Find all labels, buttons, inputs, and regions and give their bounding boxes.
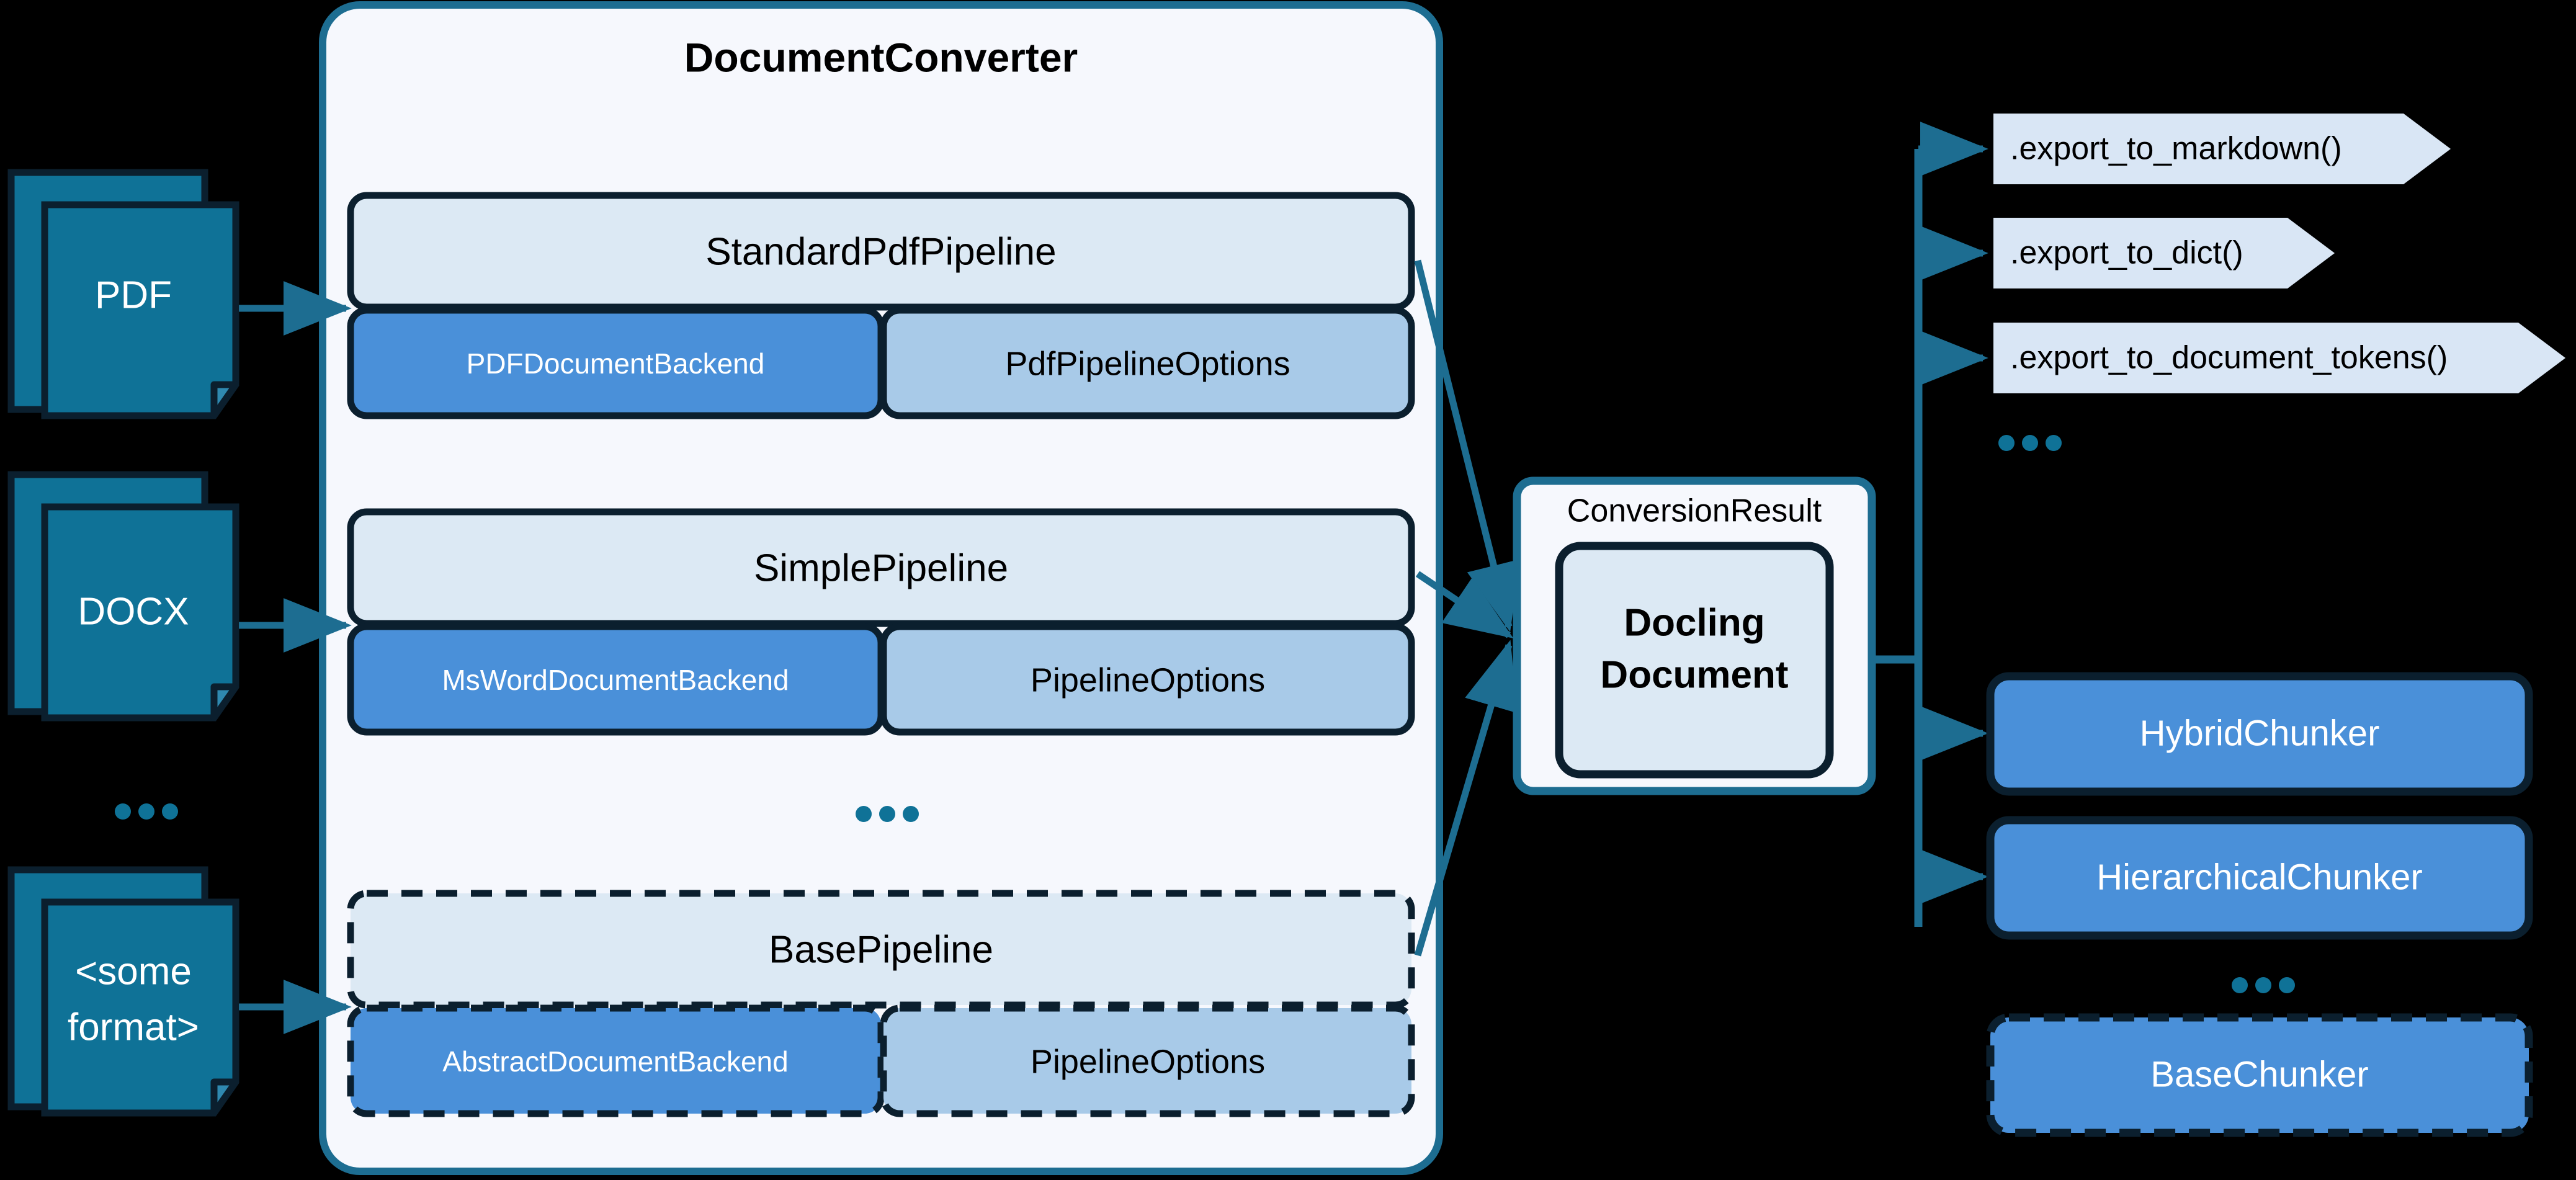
backend-label: AbstractDocumentBackend	[442, 1045, 788, 1078]
chunker-label: HybridChunker	[2140, 713, 2380, 753]
conversion-result-panel[interactable]: ConversionResult Docling Document	[1513, 476, 1876, 795]
input-document-some-format[interactable]: <some format>	[7, 866, 239, 1117]
chunkers-ellipsis	[2232, 977, 2295, 993]
export-label: .export_to_markdown()	[2010, 131, 2342, 167]
document-fold-corner-icon	[210, 683, 239, 722]
input-label: DOCX	[78, 590, 189, 633]
pipeline-to-result-arrows	[1414, 259, 1521, 957]
options-label: PdfPipelineOptions	[1005, 345, 1290, 382]
result-to-outputs-connectors	[1873, 122, 1988, 927]
export-chevron-markdown[interactable]: .export_to_markdown()	[1993, 114, 2451, 184]
input-label-line1: <some	[75, 950, 192, 993]
chevron-shape[interactable]	[1993, 114, 2451, 184]
pipeline-group-simplepipeline[interactable]: SimplePipeline MsWordDocumentBackend Pip…	[347, 508, 1415, 736]
pipeline-group-standardpdfpipeline[interactable]: StandardPdfPipeline PDFDocumentBackend P…	[347, 192, 1415, 419]
options-box-pipelineoptions[interactable]	[880, 1004, 1415, 1117]
chunker-label: BaseChunker	[2150, 1054, 2368, 1094]
options-label: PipelineOptions	[1031, 661, 1265, 699]
pipeline-group-basepipeline[interactable]: BasePipeline AbstractDocumentBackend Pip…	[347, 890, 1415, 1117]
pipeline-box-standardpdfpipeline[interactable]	[347, 192, 1415, 311]
chunker-box-hybridchunker[interactable]: HybridChunker	[1986, 672, 2533, 796]
input-document-docx[interactable]: DOCX	[7, 471, 239, 722]
page-title: DocumentConverter	[684, 34, 1078, 80]
input-document-pdf[interactable]: PDF	[7, 169, 239, 419]
docling-document-label-line2: Document	[1600, 653, 1788, 696]
export-chevron-document-tokens[interactable]: .export_to_document_tokens()	[1993, 323, 2565, 393]
options-label: PipelineOptions	[1031, 1043, 1265, 1080]
export-chevron-dict[interactable]: .export_to_dict()	[1993, 218, 2335, 288]
chunker-shape[interactable]	[1986, 672, 2533, 796]
chunker-box-hierarchicalchunker[interactable]: HierarchicalChunker	[1986, 816, 2533, 940]
chunker-label: HierarchicalChunker	[2096, 857, 2422, 897]
converter-ellipsis	[856, 806, 919, 822]
backend-label: MsWordDocumentBackend	[442, 664, 789, 696]
conversion-result-title: ConversionResult	[1567, 493, 1822, 529]
pipeline-label: BasePipeline	[769, 928, 993, 971]
arrow-standardpdf-to-result	[1414, 259, 1521, 632]
input-label-line2: format>	[68, 1006, 199, 1048]
document-fold-corner-icon	[210, 1078, 239, 1117]
backend-box-abstractdocumentbackend[interactable]	[347, 1004, 885, 1117]
chevron-shape[interactable]	[1993, 218, 2335, 288]
chunker-shape[interactable]	[1986, 1013, 2533, 1137]
export-label: .export_to_document_tokens()	[2010, 340, 2448, 376]
input-label: PDF	[95, 274, 172, 316]
pipeline-box-simplepipeline[interactable]	[347, 508, 1415, 627]
chunker-box-basechunker[interactable]: BaseChunker	[1986, 1013, 2533, 1137]
arrow-simple-to-result	[1415, 571, 1514, 638]
exports-ellipsis	[1998, 435, 2062, 451]
docling-document-label-line1: Docling	[1624, 601, 1764, 644]
docling-document-box[interactable]	[1555, 542, 1834, 779]
export-label: .export_to_dict()	[2010, 235, 2243, 271]
pipeline-box-basepipeline[interactable]	[347, 890, 1415, 1009]
options-box-pipelineoptions[interactable]	[880, 623, 1415, 736]
pipeline-label: StandardPdfPipeline	[705, 230, 1056, 273]
backend-label: PDFDocumentBackend	[467, 347, 765, 380]
arrow-base-to-result	[1414, 640, 1518, 957]
pipeline-label: SimplePipeline	[754, 547, 1008, 589]
chunker-shape[interactable]	[1986, 816, 2533, 940]
inputs-ellipsis	[115, 803, 178, 820]
chevron-shape[interactable]	[1993, 323, 2565, 393]
options-box-pdfpipelineoptions[interactable]	[880, 306, 1415, 419]
input-arrows	[239, 281, 352, 1034]
document-fold-corner-icon	[210, 381, 239, 419]
